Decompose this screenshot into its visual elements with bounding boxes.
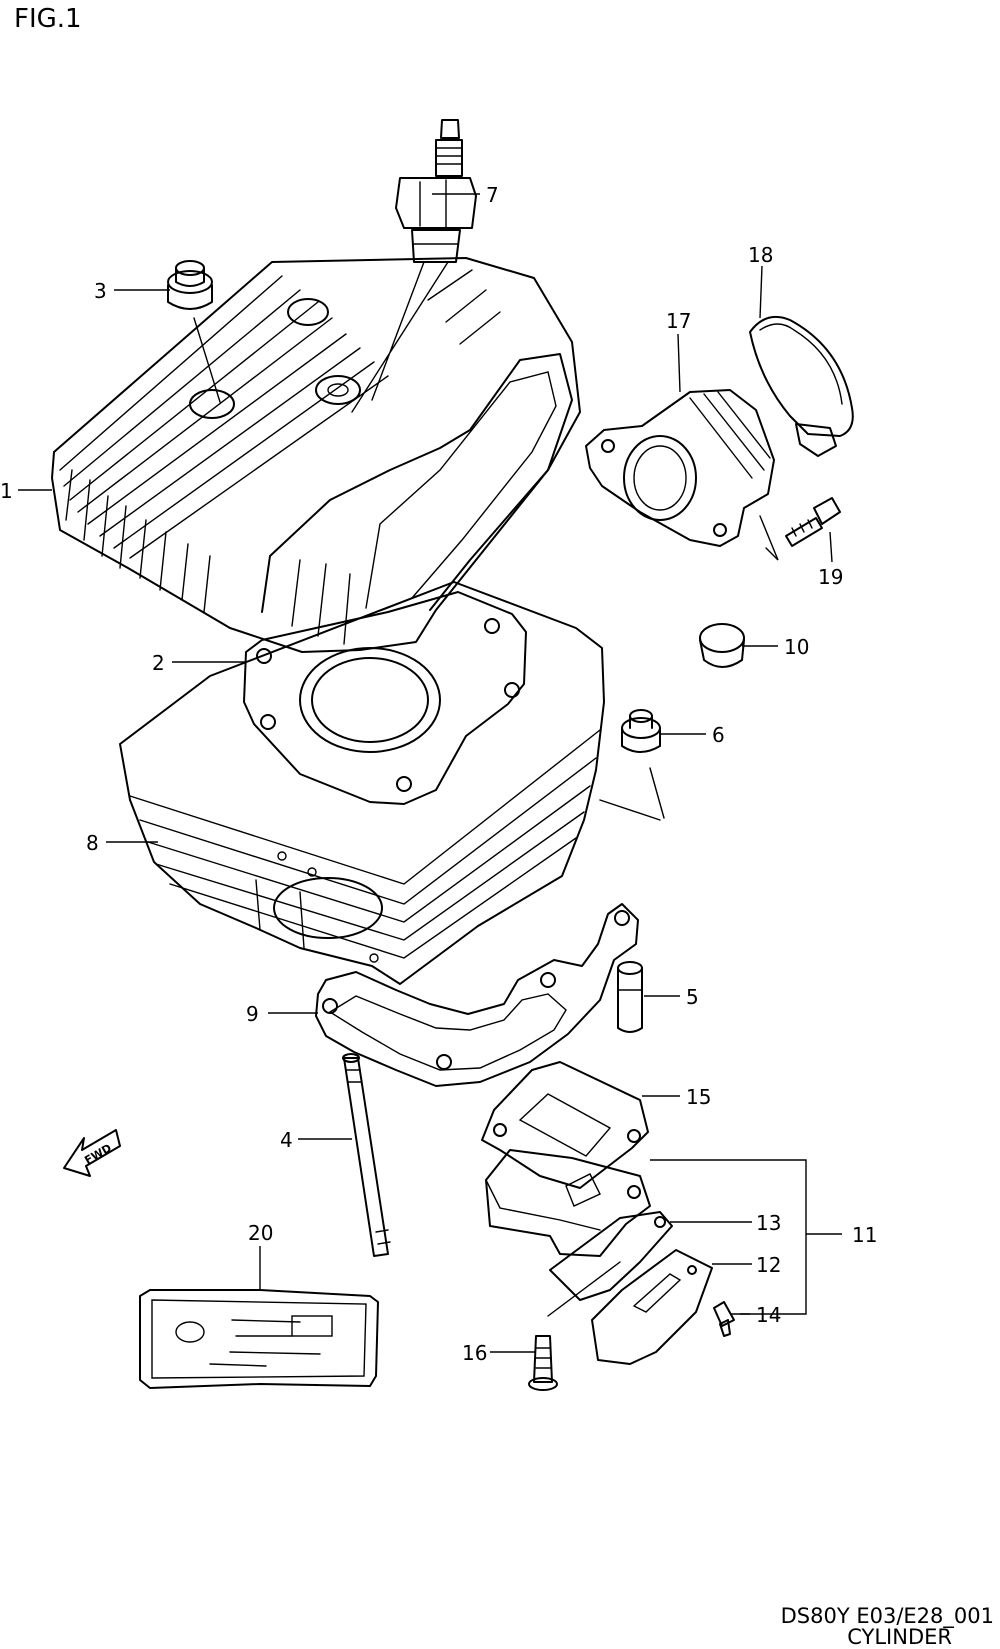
callout-17: 17 bbox=[666, 309, 691, 333]
callout-4: 4 bbox=[280, 1128, 293, 1152]
callout-6: 6 bbox=[712, 723, 725, 747]
figure-label: FIG.1 bbox=[14, 4, 82, 34]
leader-lines bbox=[18, 193, 842, 1353]
callout-10: 10 bbox=[784, 635, 809, 659]
callout-2: 2 bbox=[152, 651, 165, 675]
screw-part-14 bbox=[713, 1301, 735, 1337]
callout-3: 3 bbox=[94, 279, 107, 303]
dowel-pin-part bbox=[617, 961, 643, 1033]
bolt-part-19 bbox=[785, 497, 841, 547]
callout-16: 16 bbox=[462, 1341, 487, 1365]
reed-plate-part bbox=[591, 1249, 713, 1365]
callout-8: 8 bbox=[86, 831, 99, 855]
callout-19: 19 bbox=[818, 565, 843, 589]
stud-bolt-part bbox=[342, 1053, 391, 1257]
diagram-code: DS80Y E03/E28_001 bbox=[780, 1604, 994, 1628]
callout-5: 5 bbox=[686, 985, 699, 1009]
nut-part-6 bbox=[599, 709, 665, 821]
screw-part-16 bbox=[528, 1335, 558, 1391]
callout-12: 12 bbox=[756, 1253, 781, 1277]
callout-20: 20 bbox=[248, 1221, 273, 1245]
callout-18: 18 bbox=[748, 243, 773, 267]
callout-15: 15 bbox=[686, 1085, 711, 1109]
callout-13: 13 bbox=[756, 1211, 781, 1235]
hose-clamp-part bbox=[749, 316, 854, 457]
head-gasket-part bbox=[243, 591, 527, 805]
base-gasket-part bbox=[315, 903, 639, 1087]
callout-7: 7 bbox=[486, 183, 499, 207]
callout-9: 9 bbox=[246, 1002, 259, 1026]
cylinder-part bbox=[119, 581, 605, 985]
reed-valve-assembly-part bbox=[485, 1149, 651, 1257]
diagram-caption: CYLINDER bbox=[847, 1625, 952, 1649]
callout-11: 11 bbox=[852, 1223, 877, 1247]
reed-valve-gasket-part bbox=[481, 1061, 649, 1189]
callout-14: 14 bbox=[756, 1303, 781, 1327]
callout-labels: 1 2 3 4 5 6 7 8 9 10 11 12 13 14 15 16 1… bbox=[0, 183, 877, 1365]
cap-nut-part-3 bbox=[167, 260, 221, 403]
reed-stopper-part bbox=[547, 1211, 673, 1317]
cylinder-head-part bbox=[51, 257, 581, 653]
intake-pipe-part bbox=[585, 389, 779, 561]
callout-1: 1 bbox=[0, 479, 13, 503]
spark-plug-part bbox=[351, 119, 477, 413]
forward-direction-arrow: FWD bbox=[63, 1129, 121, 1177]
cap-part-10 bbox=[699, 623, 745, 668]
fwd-label: FWD bbox=[82, 1141, 113, 1167]
gasket-set-part bbox=[139, 1289, 379, 1389]
